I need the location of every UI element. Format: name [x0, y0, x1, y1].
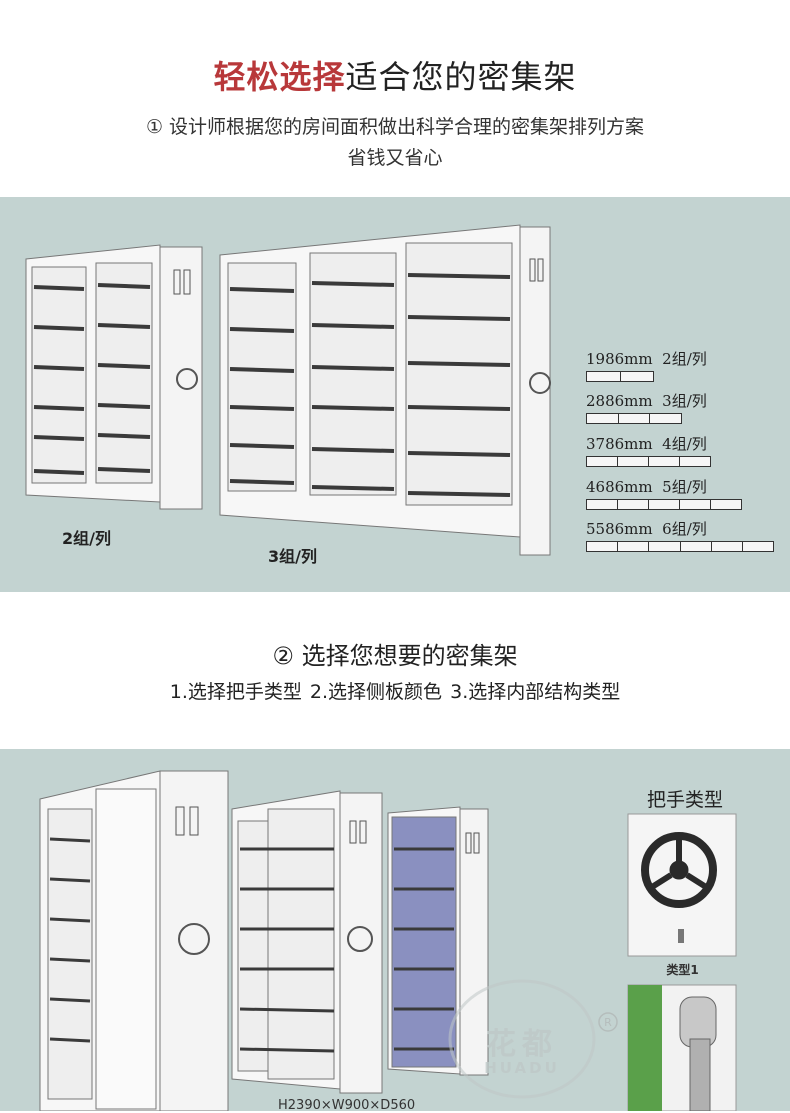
page-title: 轻松选择适合您的密集架	[0, 52, 790, 98]
title-highlight: 轻松选择	[213, 58, 346, 96]
size-groups: 2组/列	[662, 350, 707, 368]
handle-type-title: 把手类型	[646, 789, 723, 811]
caption-3-groups: 3组/列	[268, 547, 317, 566]
watermark-cn: 花都	[486, 1027, 558, 1062]
handle-type1-label: 类型1	[666, 963, 699, 977]
size-groups: 5组/列	[662, 478, 707, 496]
section2-options: 1.选择把手类型 2.选择侧板颜色 3.选择内部结构类型	[169, 681, 621, 703]
subtitle-line1: ① 设计师根据您的房间面积做出科学合理的密集架排列方案	[145, 116, 645, 138]
size-length: 1986mm	[586, 350, 653, 368]
watermark-en: HUADU	[484, 1059, 560, 1077]
size-groups: 4组/列	[662, 435, 707, 453]
size-row-2: 2886mm 3组/列	[586, 390, 707, 424]
subtitle-line2: 省钱又省心	[347, 147, 443, 169]
handwheel-icon	[641, 832, 717, 908]
svg-text:R: R	[604, 1016, 612, 1029]
caption-2-groups: 2组/列	[62, 529, 111, 548]
size-row-1: 1986mm 2组/列	[586, 348, 707, 382]
arrangement-band: 2组/列 3组/列 1986mm 2组/列 2886mm 3组/列 3786mm…	[0, 197, 790, 592]
size-groups: 3组/列	[662, 392, 707, 410]
dimension-text: H2390×W900×D560	[278, 1098, 416, 1113]
size-bar	[586, 541, 774, 552]
size-bar	[586, 413, 682, 424]
size-bar	[586, 371, 654, 382]
shelving-illustration-2-and-3	[25, 224, 551, 556]
size-length: 2886mm	[586, 392, 653, 410]
size-length: 5586mm	[586, 520, 653, 538]
size-row-3: 3786mm 4组/列	[586, 433, 711, 467]
size-row-4: 4686mm 5组/列	[586, 476, 742, 510]
title-rest: 适合您的密集架	[345, 58, 577, 96]
size-bar	[586, 499, 742, 510]
size-bar	[586, 456, 711, 467]
size-row-5: 5586mm 6组/列	[586, 518, 774, 552]
size-length: 4686mm	[586, 478, 653, 496]
size-groups: 6组/列	[662, 520, 707, 538]
size-length: 3786mm	[586, 435, 653, 453]
selection-band: R 把手类型 类型1 花都 HUADU H2390×W900×D560	[0, 749, 790, 1113]
section2-title: ② 选择您想要的密集架	[272, 642, 518, 670]
shelving-illustration-variants: R	[39, 770, 737, 1111]
